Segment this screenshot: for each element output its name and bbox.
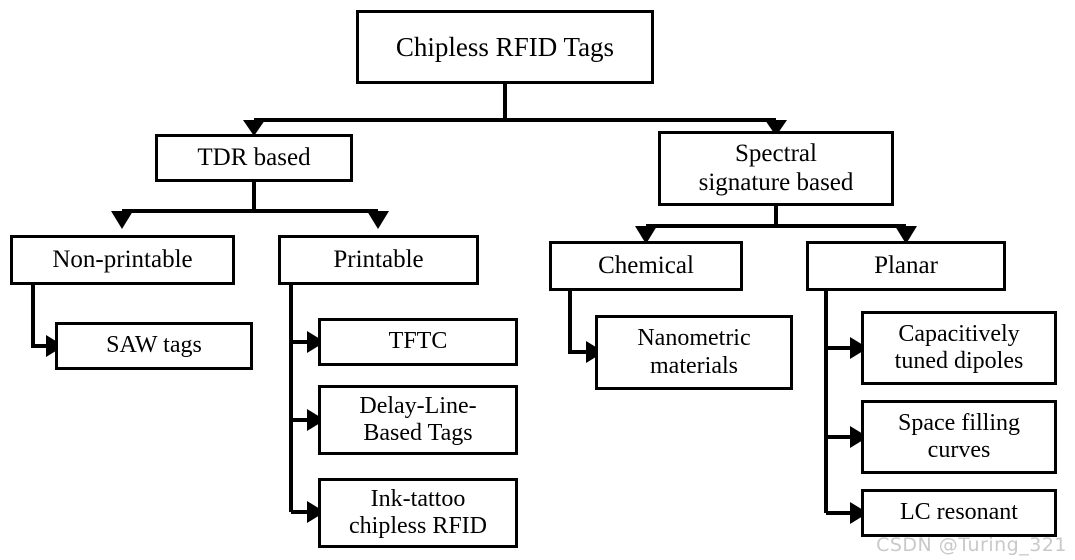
- node-saw-tags[interactable]: SAW tags: [55, 322, 253, 370]
- node-label: Spectral signature based: [698, 140, 854, 196]
- node-label: TFTC: [388, 328, 448, 355]
- node-tdr-based[interactable]: TDR based: [155, 134, 353, 182]
- node-nanometric-materials[interactable]: Nanometric materials: [595, 315, 793, 390]
- node-space-filling-curves[interactable]: Space filling curves: [861, 400, 1057, 474]
- node-chipless-rfid-tags[interactable]: Chipless RFID Tags: [356, 10, 654, 84]
- node-label: Planar: [874, 251, 938, 279]
- node-planar[interactable]: Planar: [806, 241, 1006, 291]
- watermark: CSDN @Turing_321: [876, 534, 1067, 556]
- node-ink-tattoo-chipless-rfid[interactable]: Ink-tattoo chipless RFID: [318, 478, 518, 548]
- node-chemical[interactable]: Chemical: [549, 241, 743, 291]
- node-label: Delay-Line- Based Tags: [359, 392, 477, 446]
- arrowhead-printable: [367, 211, 389, 229]
- node-label: Space filling curves: [898, 409, 1020, 463]
- node-label: Chemical: [598, 251, 694, 279]
- node-non-printable[interactable]: Non-printable: [10, 235, 235, 285]
- node-label: Nanometric materials: [637, 325, 751, 379]
- edge-nonprintable-trunk: [31, 285, 46, 348]
- node-spectral-signature-based[interactable]: Spectral signature based: [658, 131, 894, 206]
- node-lc-resonant[interactable]: LC resonant: [861, 489, 1057, 537]
- edge-chemical-trunk: [568, 291, 586, 354]
- node-label: TDR based: [197, 143, 311, 171]
- node-label: Non-printable: [52, 245, 193, 273]
- node-capacitively-tuned-dipoles[interactable]: Capacitively tuned dipoles: [861, 311, 1057, 385]
- node-label: Printable: [333, 245, 424, 273]
- node-delay-line-based-tags[interactable]: Delay-Line- Based Tags: [318, 385, 518, 455]
- node-label: Chipless RFID Tags: [395, 31, 615, 62]
- node-label: SAW tags: [106, 332, 202, 359]
- node-tftc[interactable]: TFTC: [318, 318, 518, 366]
- node-label: Capacitively tuned dipoles: [894, 320, 1024, 374]
- node-label: LC resonant: [900, 499, 1018, 526]
- node-printable[interactable]: Printable: [278, 235, 479, 285]
- node-label: Ink-tattoo chipless RFID: [349, 485, 487, 539]
- arrowhead-non-printable: [111, 211, 133, 229]
